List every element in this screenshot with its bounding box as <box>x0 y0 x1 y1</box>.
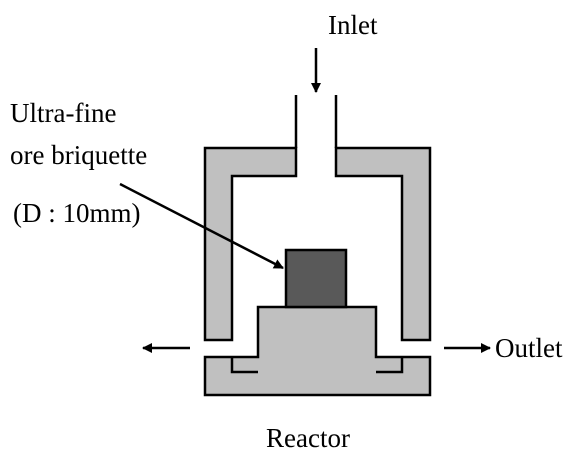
briquette-pointer-arrow <box>119 182 284 270</box>
inlet-label: Inlet <box>328 10 378 40</box>
briquette-label-line2: ore briquette <box>10 140 147 170</box>
outlet-label: Outlet <box>495 333 563 363</box>
reactor-label: Reactor <box>266 423 350 453</box>
ore-briquette <box>284 248 348 309</box>
reactor-base <box>203 305 432 397</box>
base-step-left <box>230 357 258 374</box>
briquette-size-label: (D : 10mm) <box>13 198 141 228</box>
briquette-label-line1: Ultra-fine <box>10 98 116 128</box>
reactor-upper-housing <box>203 146 432 342</box>
base-step-right <box>376 357 404 374</box>
